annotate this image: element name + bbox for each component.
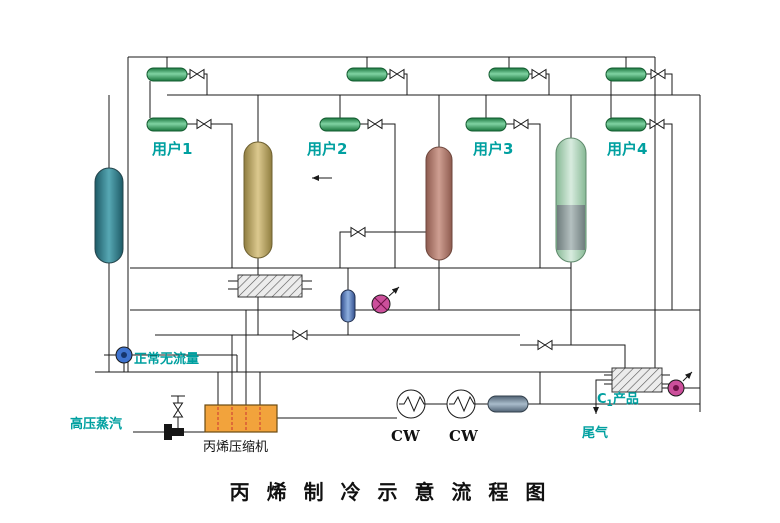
condenser-icon [465, 117, 507, 132]
condenser-icon [605, 67, 647, 82]
control-valve-icon [171, 395, 185, 418]
user2-label: 用户2 [307, 140, 347, 158]
cw-coolers [396, 389, 476, 419]
valve-icon [650, 69, 666, 79]
valve-icon [196, 119, 212, 129]
condenser-icon [488, 67, 530, 82]
condenser-icon [319, 117, 361, 132]
cw-right-label: CW [449, 427, 479, 445]
vessel-4-gray-band [557, 205, 585, 250]
condensers [146, 67, 647, 132]
valve-icon [537, 340, 553, 350]
c1-product-label: C1产品 [597, 391, 639, 409]
piping-network [95, 56, 701, 433]
compressor-box [204, 404, 278, 433]
drum-gray [487, 395, 529, 413]
condenser-icon [146, 67, 188, 82]
pumps [115, 294, 685, 397]
user1-label: 用户1 [152, 140, 192, 158]
diagram-title: 丙 烯 制 冷 示 意 流 程 图 [230, 480, 551, 504]
valve-icon [649, 119, 665, 129]
drum-blue [340, 289, 356, 323]
tail-gas-label: 尾气 [582, 425, 608, 441]
exchanger-mid [237, 274, 303, 298]
vessel-3 [425, 146, 453, 261]
steam-elbow-icon [164, 424, 184, 440]
user3-label: 用户3 [473, 140, 513, 158]
valve-icon [350, 227, 366, 237]
valve-icon [367, 119, 383, 129]
valve-icon [389, 69, 405, 79]
compressor-stage-lines [217, 407, 261, 430]
condenser-icon [605, 117, 647, 132]
valve-icon [531, 69, 547, 79]
exchanger-right [611, 367, 663, 393]
valve-icon [513, 119, 529, 129]
hp-steam-label: 高压蒸汽 [70, 416, 122, 432]
user4-label: 用户4 [607, 140, 647, 158]
condenser-icon [146, 117, 188, 132]
condenser-icon [346, 67, 388, 82]
vessel-1 [94, 167, 124, 264]
valve-icon [292, 330, 308, 340]
normal-no-flow-label: 正常无流量 [134, 351, 199, 367]
cw-left-label: CW [391, 427, 421, 445]
vessel-2 [243, 141, 273, 259]
compressor-label: 丙烯压缩机 [203, 439, 268, 455]
flow-arrows [312, 175, 693, 414]
valve-icon [189, 69, 205, 79]
